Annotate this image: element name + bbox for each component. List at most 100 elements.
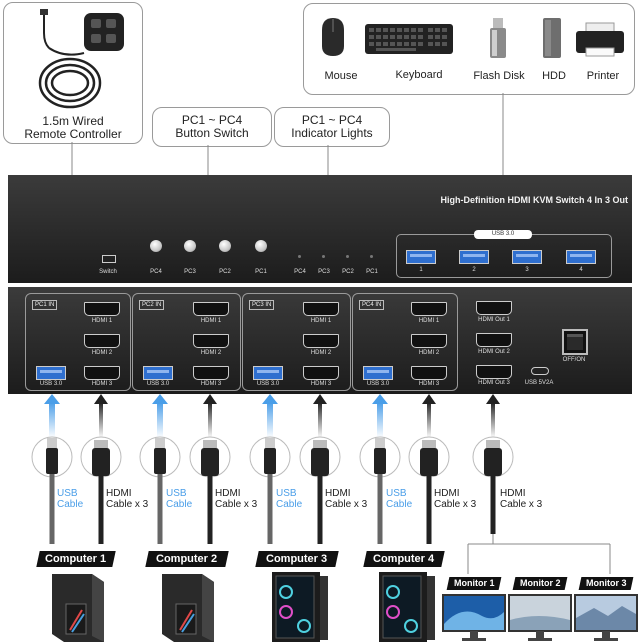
computer-1-label: Computer 1 xyxy=(36,551,116,567)
pc3-input-group: PC3 IN HDMI 1 HDMI 2 HDMI 3 USB 3.0 xyxy=(242,293,351,391)
computer-2-label: Computer 2 xyxy=(145,551,229,567)
button-switch-callout: PC1 ~ PC4 Button Switch xyxy=(152,107,272,147)
pc3-hdmi-3-label: HDMI 3 xyxy=(310,381,332,387)
light-label-pc4: PC4 xyxy=(294,269,306,275)
pc4-hdmi-1-label: HDMI 1 xyxy=(418,318,440,324)
hdmi-cable-label-2-line1: HDMI xyxy=(215,488,241,499)
power-port-label: USB 5V2A xyxy=(524,380,554,386)
hdmi-out-1-port[interactable] xyxy=(476,301,512,315)
monitor-2-label: Monitor 2 xyxy=(512,577,568,590)
pc1-usb-port[interactable] xyxy=(36,366,66,380)
pc4-input-group: PC4 IN HDMI 1 HDMI 2 HDMI 3 USB 3.0 xyxy=(352,293,458,391)
indicator-light-pc3 xyxy=(322,255,325,258)
button-label-pc3: PC3 xyxy=(184,269,196,275)
pc2-usb-port[interactable] xyxy=(143,366,173,380)
pc2-hdmi-2-port[interactable] xyxy=(193,334,229,348)
monitor-1-label: Monitor 1 xyxy=(446,577,502,590)
computer-3-label: Computer 3 xyxy=(255,551,339,567)
pc4-hdmi-1-port[interactable] xyxy=(411,302,447,316)
pc3-usb-label: USB 3.0 xyxy=(256,381,280,387)
pc1-hdmi-3-port[interactable] xyxy=(84,366,120,380)
pc1-hdmi-1-port[interactable] xyxy=(84,302,120,316)
hdmi-cable-label-3-line1: HDMI xyxy=(325,488,351,499)
computer-4-icon xyxy=(379,572,435,642)
indicator-light-pc4 xyxy=(298,255,301,258)
pc2-hdmi-1-port[interactable] xyxy=(193,302,229,316)
pc3-button[interactable] xyxy=(184,240,196,252)
front-usb-label-1: 1 xyxy=(419,267,423,273)
monitor-3-icon xyxy=(574,594,638,641)
pc1-button[interactable] xyxy=(255,240,267,252)
monitor-3-label: Monitor 3 xyxy=(578,577,634,590)
pc3-hdmi-3-port[interactable] xyxy=(303,366,339,380)
pc4-usb-label: USB 3.0 xyxy=(366,381,390,387)
hdd-icon xyxy=(543,18,561,58)
front-usb-port-3[interactable] xyxy=(512,250,542,264)
peripheral-hdd-label: HDD xyxy=(542,70,566,82)
onoff-label: OFF/ON xyxy=(562,357,586,363)
hdmi-cable-label-4-line2: Cable x 3 xyxy=(434,499,477,510)
pc4-hdmi-2-label: HDMI 2 xyxy=(418,350,440,356)
pc3-hdmi-2-port[interactable] xyxy=(303,334,339,348)
front-usb-port-1[interactable] xyxy=(406,250,436,264)
pc2-button[interactable] xyxy=(219,240,231,252)
indicator-lights-callout: PC1 ~ PC4 Indicator Lights xyxy=(274,107,390,147)
power-switch[interactable] xyxy=(562,329,588,355)
mouse-icon xyxy=(322,18,344,56)
button-label-pc4: PC4 xyxy=(150,269,162,275)
pc4-in-tag: PC4 IN xyxy=(359,300,385,310)
power-port-icon[interactable] xyxy=(531,367,549,375)
usb-cable-label-1-line1: USB xyxy=(57,488,78,499)
remote-port-icon xyxy=(102,255,116,263)
front-usb-port-2[interactable] xyxy=(459,250,489,264)
pc4-button[interactable] xyxy=(150,240,162,252)
pc2-input-group: PC2 IN HDMI 1 HDMI 2 HDMI 3 USB 3.0 xyxy=(132,293,241,391)
monitor-bracket xyxy=(467,534,611,574)
pc2-hdmi-3-label: HDMI 3 xyxy=(200,381,222,387)
switch-port-label: Switch xyxy=(99,269,117,275)
pc3-usb-port[interactable] xyxy=(253,366,283,380)
usb-cable-label-3-line1: USB xyxy=(276,488,297,499)
pc4-hdmi-2-port[interactable] xyxy=(411,334,447,348)
front-usb-label-2: 2 xyxy=(472,267,476,273)
pc2-hdmi-3-port[interactable] xyxy=(193,366,229,380)
pc1-input-group: PC1 IN HDMI 1 HDMI 2 HDMI 3 USB 3.0 xyxy=(25,293,131,391)
monitor-2-icon xyxy=(508,594,572,641)
light-label-pc3: PC3 xyxy=(318,269,330,275)
pc2-usb-label: USB 3.0 xyxy=(146,381,170,387)
pc1-usb-label: USB 3.0 xyxy=(39,381,63,387)
power-switch-rocker xyxy=(567,334,583,350)
pc2-hdmi-1-label: HDMI 1 xyxy=(200,318,222,324)
buttons-callout-line1: PC1 ~ PC4 xyxy=(181,113,243,127)
lights-callout-line1: PC1 ~ PC4 xyxy=(301,113,363,127)
cable-diagram xyxy=(31,394,514,544)
printer-icon xyxy=(576,22,624,57)
peripheral-printer-label: Printer xyxy=(586,70,620,82)
computer-3-icon xyxy=(272,572,328,642)
hdmi-cable-label-4-line1: HDMI xyxy=(434,488,460,499)
hdmi-out-2-port[interactable] xyxy=(476,333,512,347)
pc3-hdmi-1-port[interactable] xyxy=(303,302,339,316)
pc4-usb-port[interactable] xyxy=(363,366,393,380)
hdmi-out-3-port[interactable] xyxy=(476,365,512,379)
hdmi-out-2-label: HDMI Out 2 xyxy=(478,349,510,355)
hdmi-cable-label-1-line2: Cable x 3 xyxy=(106,499,149,510)
pc3-hdmi-1-label: HDMI 1 xyxy=(310,318,332,324)
usb-cable-label-1-line2: Cable xyxy=(57,499,84,510)
pc4-hdmi-3-label: HDMI 3 xyxy=(418,381,440,387)
pc1-hdmi-2-label: HDMI 2 xyxy=(91,350,113,356)
usb-cable-label-4-line1: USB xyxy=(386,488,407,499)
pc1-hdmi-2-port[interactable] xyxy=(84,334,120,348)
button-label-pc1: PC1 xyxy=(255,269,267,275)
flash-disk-icon xyxy=(490,18,506,58)
pc4-hdmi-3-port[interactable] xyxy=(411,366,447,380)
front-panel-title: High-Definition HDMI KVM Switch 4 In 3 O… xyxy=(440,195,629,205)
light-label-pc1: PC1 xyxy=(366,269,378,275)
hdmi-cable-label-2-line2: Cable x 3 xyxy=(215,499,258,510)
pc2-in-tag: PC2 IN xyxy=(139,300,165,310)
usb-cable-label-2-line1: USB xyxy=(166,488,187,499)
front-usb-port-4[interactable] xyxy=(566,250,596,264)
